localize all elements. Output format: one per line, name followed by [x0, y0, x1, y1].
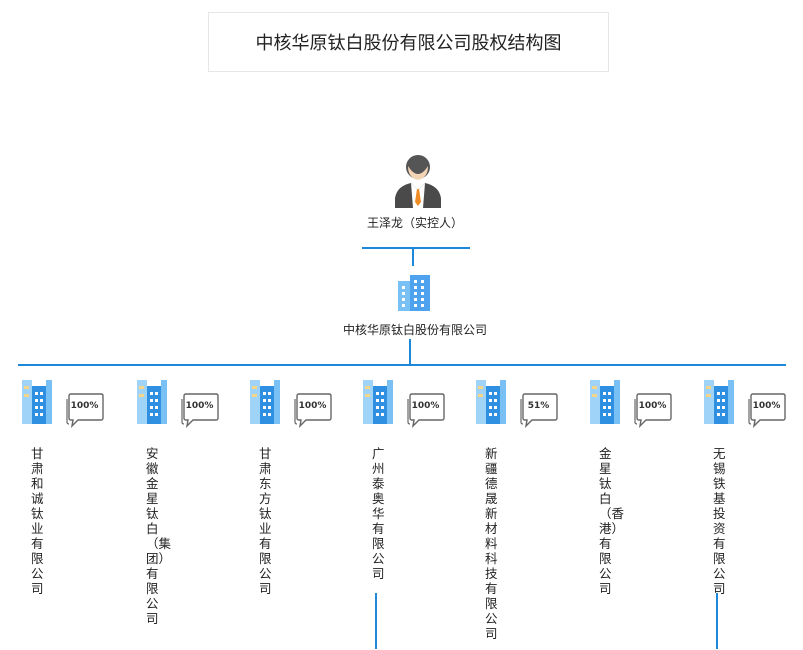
building-icon [398, 275, 430, 311]
connector-stub [375, 593, 377, 649]
subsidiary-name: 无锡铁基投资有限公司 [713, 446, 726, 596]
share-percentage: 100% [70, 401, 99, 411]
subsidiaries-bus [18, 364, 786, 366]
share-percentage: 51% [527, 401, 550, 411]
subsidiary-name: 甘肃和诚钛业有限公司 [31, 446, 44, 596]
subsidiary-node: 100% 甘肃东方钛业有限公司 [250, 380, 350, 650]
controller-name: 王泽龙（实控人） [366, 216, 463, 230]
share-percentage: 100% [411, 401, 440, 411]
share-bubble-icon [748, 393, 786, 428]
person-icon [395, 155, 441, 208]
subsidiary-name: 广州泰奥华有限公司 [372, 446, 385, 581]
subsidiary-node: 100% 无锡铁基投资有限公司 [704, 380, 803, 650]
share-bubble-icon [407, 393, 445, 428]
share-percentage: 100% [298, 401, 327, 411]
share-bubble-icon [66, 393, 104, 428]
connector-stub [716, 593, 718, 649]
subsidiary-name: 安徽金星钛白（集团）有限公司 [146, 446, 172, 626]
building-icon [22, 380, 52, 424]
share-bubble-icon [520, 393, 558, 428]
building-icon [250, 380, 280, 424]
building-icon [704, 380, 734, 424]
subsidiary-node: 100% 甘肃和诚钛业有限公司 [22, 380, 122, 650]
subsidiary-name: 金星钛白（香港）有限公司 [599, 446, 625, 596]
subsidiary-name: 甘肃东方钛业有限公司 [259, 446, 272, 596]
share-percentage: 100% [185, 401, 214, 411]
share-bubble-icon [294, 393, 332, 428]
building-icon [363, 380, 393, 424]
subsidiary-node: 100% 金星钛白（香港）有限公司 [590, 380, 690, 650]
building-icon [476, 380, 506, 424]
subsidiary-node: 51% 新疆德晟新材料科技有限公司 [476, 380, 576, 650]
controller-connector-h [362, 247, 470, 249]
subsidiary-name: 新疆德晟新材料科技有限公司 [485, 446, 498, 641]
chart-title: 中核华原钛白股份有限公司股权结构图 [208, 12, 609, 72]
share-percentage: 100% [638, 401, 667, 411]
controller-connector-v [412, 249, 414, 266]
building-icon [137, 380, 167, 424]
company-name: 中核华原钛白股份有限公司 [342, 323, 487, 337]
subsidiary-node: 100% 广州泰奥华有限公司 [363, 380, 463, 650]
building-icon [590, 380, 620, 424]
company-connector-v [409, 339, 411, 364]
share-percentage: 100% [752, 401, 781, 411]
share-bubble-icon [634, 393, 672, 428]
share-bubble-icon [181, 393, 219, 428]
subsidiary-node: 100% 安徽金星钛白（集团）有限公司 [137, 380, 237, 650]
